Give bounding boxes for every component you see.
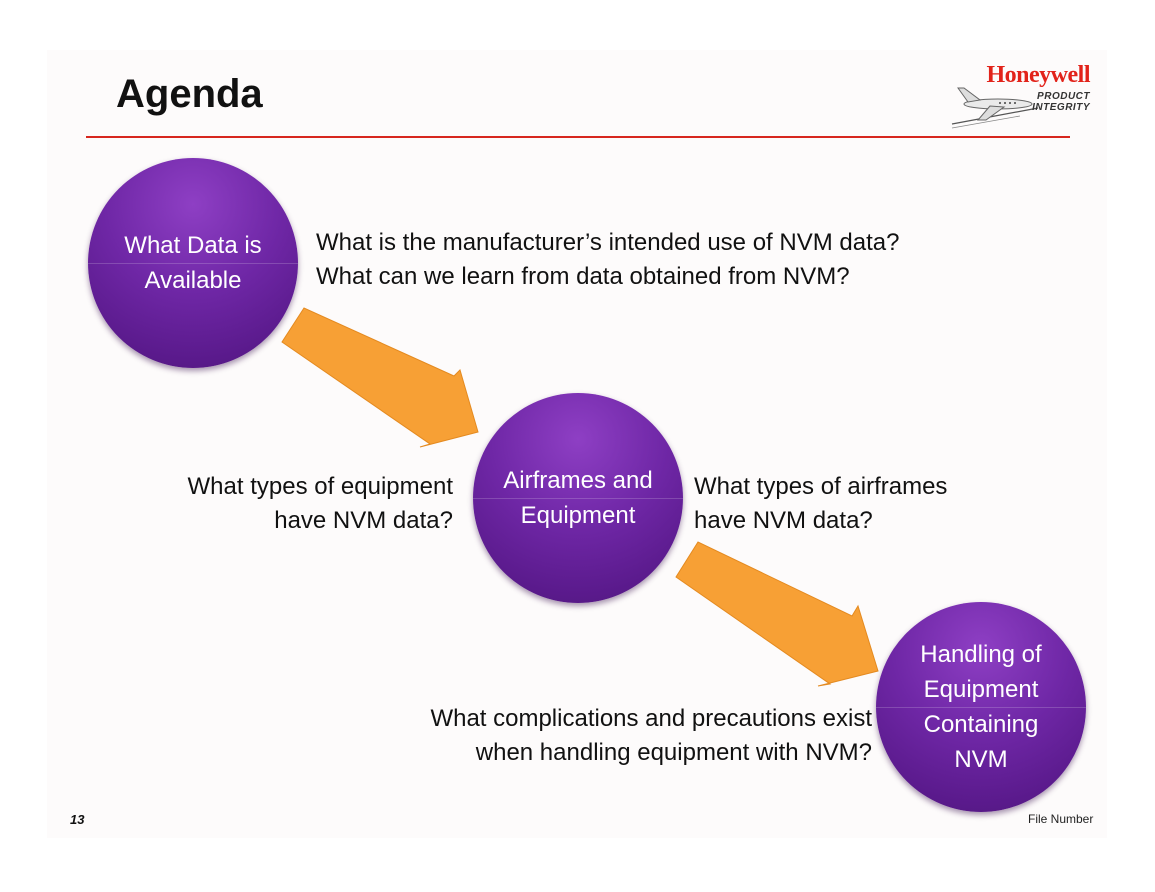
question-line: What is the manufacturer’s intended use … [316,229,900,256]
logo-subtitle-integrity: INTEGRITY [1032,102,1090,113]
question-line: when handling equipment with NVM? [475,739,872,766]
title-divider [86,136,1070,138]
question-line: have NVM data? [274,507,453,534]
question-block-equipment: What types of equipment have NVM data? [120,470,453,538]
page-number: 13 [70,812,85,827]
question-line: What complications and precautions exist [430,705,872,732]
step-circle-airframes-equipment: Airframes and Equipment [473,393,683,603]
question-line: What types of equipment [187,473,453,500]
question-line: What can we learn from data obtained fro… [316,263,850,290]
arrow-2-icon [675,541,879,687]
airplane-icon [951,87,1039,129]
file-number-label: File Number [1028,812,1094,826]
question-block-complications: What complications and precautions exist… [330,702,872,770]
step-label: What Data is Available [124,232,262,294]
slide-title: Agenda [116,72,263,116]
question-block-airframes: What types of airframes have NVM data? [694,470,947,538]
question-block-intended-use: What is the manufacturer’s intended use … [316,226,899,294]
logo-subtitle-product: PRODUCT [1037,91,1090,102]
step-circle-handling-equipment: Handling of Equipment Containing NVM [876,602,1086,812]
logo-brand: Honeywell [986,62,1091,88]
step-label: Airframes and Equipment [503,467,653,529]
step-label: Handling of Equipment Containing NVM [920,641,1042,773]
arrow-1-icon [281,307,479,448]
step-circle-data-available: What Data is Available [88,158,298,368]
question-line: have NVM data? [694,507,873,534]
honeywell-logo: Honeywell PRODUCT INTEGRITY [945,60,1095,140]
question-line: What types of airframes [694,473,948,500]
